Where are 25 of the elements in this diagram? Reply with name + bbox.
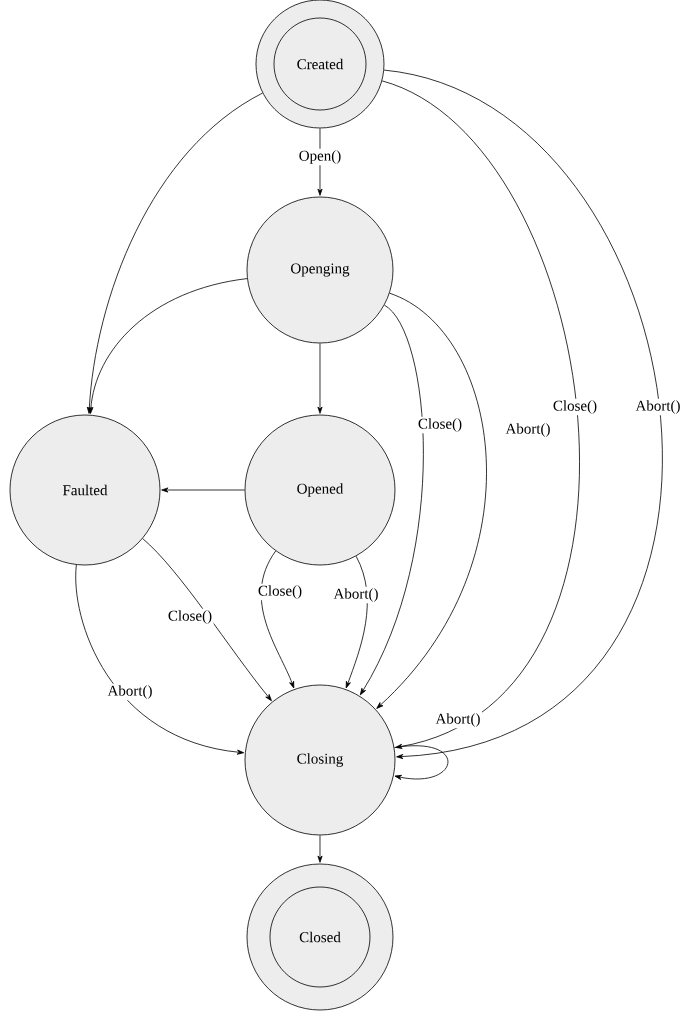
edge-label: Abort() [434, 711, 482, 729]
arrow [393, 745, 449, 780]
arrow [359, 304, 424, 696]
arrow [345, 555, 368, 689]
arrow [317, 835, 323, 863]
arrow [142, 538, 272, 702]
arrow [317, 343, 323, 414]
arrow [381, 80, 579, 749]
arrow [383, 69, 662, 760]
arrow [161, 487, 245, 493]
edge-label: Abort() [634, 398, 682, 416]
arrow [317, 128, 323, 196]
edge-label: Close() [551, 398, 599, 416]
arrow [86, 92, 263, 414]
arrow [75, 564, 245, 755]
arrow [88, 278, 248, 414]
arrow [261, 550, 295, 689]
edge-label: Abort() [332, 586, 380, 604]
arrow [376, 292, 487, 709]
edge-label: Close() [416, 416, 464, 434]
edge-label: Close() [256, 583, 304, 601]
edge-label: Abort() [106, 683, 154, 701]
edge-label: Close() [166, 608, 214, 626]
edge-label: Abort() [504, 421, 552, 439]
edge-label: Open() [297, 148, 343, 166]
